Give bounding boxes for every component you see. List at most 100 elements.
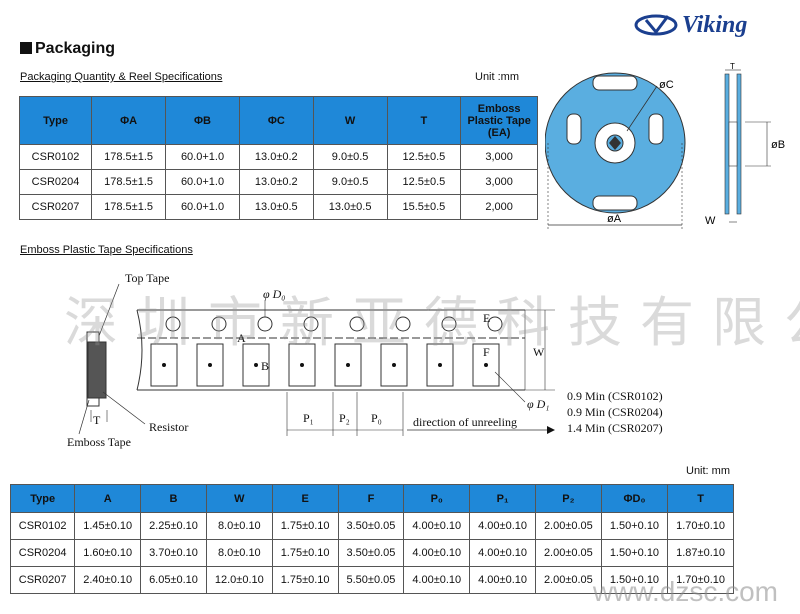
header-cell: Type: [9, 484, 76, 513]
cell: 1.45±0.10: [74, 512, 142, 540]
label-min-2: 0.9 Min (CSR0204): [567, 405, 663, 419]
cell: 2.00±0.05: [534, 512, 602, 540]
cell: 2,000: [460, 194, 538, 220]
cell: 13.0±0.2: [238, 169, 314, 195]
label-a: A: [237, 331, 246, 345]
header-cell: P₀: [403, 484, 471, 513]
label-p0: P₀: [371, 411, 382, 425]
header-cell: P₁: [469, 484, 536, 513]
header-cell: ΦA: [91, 96, 167, 145]
cell: 13.0±0.2: [238, 144, 314, 170]
cell: 8.0±0.10: [205, 539, 273, 567]
cell: 13.0±0.5: [238, 194, 314, 220]
label-e: E: [483, 311, 490, 325]
cell: 4.00±0.10: [469, 566, 536, 594]
cell: 2.25±0.10: [140, 512, 207, 540]
reel-side-right: [736, 73, 742, 215]
cell: 1.75±0.10: [271, 539, 339, 567]
cell: CSR0102: [9, 512, 76, 540]
table-row: CSR0207 178.5±1.5 60.0+1.0 13.0±0.5 13.0…: [18, 194, 538, 220]
reel-window-top: [592, 75, 638, 91]
header-cell: T: [386, 96, 462, 145]
reel-window-bottom: [592, 195, 638, 211]
cell: 3.70±0.10: [140, 539, 207, 567]
cell: 1.75±0.10: [271, 512, 339, 540]
cell: 15.5±0.5: [386, 194, 462, 220]
cell: 4.00±0.10: [469, 539, 536, 567]
label-tape-t: T: [93, 413, 101, 427]
cell: 1.75±0.10: [271, 566, 339, 594]
table-header-row: Type A B W E F P₀ P₁ P₂ ΦD₀ T: [9, 484, 734, 513]
table-row: CSR0207 2.40±0.10 6.05±0.10 12.0±0.10 1.…: [9, 566, 734, 594]
header-cell: A: [74, 484, 142, 513]
label-w: W: [705, 215, 716, 227]
table-row: CSR0204 178.5±1.5 60.0+1.0 13.0±0.2 9.0±…: [18, 169, 538, 195]
cell: 60.0+1.0: [165, 144, 240, 170]
viking-logo: Viking: [634, 10, 774, 42]
cell: 3,000: [460, 144, 538, 170]
table-row: CSR0102 178.5±1.5 60.0+1.0 13.0±0.2 9.0±…: [18, 144, 538, 170]
watermark-cn: 深圳市新亚德科技有限公司: [64, 291, 800, 354]
header-cell: P₂: [534, 484, 602, 513]
cell: 9.0±0.5: [312, 169, 388, 195]
tape-spec-table: Type A B W E F P₀ P₁ P₂ ΦD₀ T CSR0102 1.…: [9, 484, 734, 594]
cell: 12.0±0.10: [205, 566, 273, 594]
cell: 3.50±0.05: [337, 539, 405, 567]
label-p1: P₁: [303, 411, 314, 425]
label-direction: direction of unreeling: [413, 415, 517, 429]
cell: CSR0204: [18, 169, 93, 195]
label-t: T: [730, 62, 735, 71]
cell: 1.50+0.10: [600, 539, 669, 567]
cell: 4.00±0.10: [469, 512, 536, 540]
reel-spec-table: Type ΦA ΦB ΦC W T Emboss Plastic Tape (E…: [18, 96, 538, 220]
reel-side-left: [724, 73, 730, 215]
header-cell: ΦC: [238, 96, 314, 145]
tape-diagram: Top Tape Resistor T Emboss Tape φ D₀: [67, 271, 663, 449]
table-header-row: Type ΦA ΦB ΦC W T Emboss Plastic Tape (E…: [18, 96, 538, 145]
header-cell: Emboss Plastic Tape (EA): [460, 96, 538, 145]
cell: 60.0+1.0: [165, 194, 240, 220]
cell: CSR0204: [9, 539, 76, 567]
header-cell: W: [312, 96, 388, 145]
label-d0: φ D₀: [263, 287, 285, 301]
cell: 3.50±0.05: [337, 512, 405, 540]
header-cell: Type: [18, 96, 93, 145]
header-cell: B: [140, 484, 207, 513]
arrow-right-icon: [547, 426, 555, 434]
cell: 12.5±0.5: [386, 144, 462, 170]
heading-text: Packaging: [35, 40, 116, 57]
cell: CSR0207: [18, 194, 93, 220]
header-cell: E: [271, 484, 339, 513]
cell: 1.87±0.10: [667, 539, 734, 567]
cell: 1.70±0.10: [667, 566, 734, 594]
cell: 178.5±1.5: [91, 144, 167, 170]
unit-label: Unit :mm: [475, 71, 519, 83]
unit-label-2: Unit: mm: [686, 465, 730, 477]
label-min-1: 0.9 Min (CSR0102): [567, 389, 663, 403]
swoosh-icon: [634, 14, 678, 36]
reel-window-left: [566, 113, 582, 145]
reel-key-icon: [609, 136, 621, 150]
page-title: Packaging: [20, 40, 115, 58]
label-w-tape: W: [533, 345, 545, 359]
label-p2: P₂: [339, 411, 350, 425]
table-row: CSR0204 1.60±0.10 3.70±0.10 8.0±0.10 1.7…: [9, 539, 734, 567]
cell: 2.00±0.05: [534, 566, 602, 594]
header-cell: ΦB: [165, 96, 240, 145]
cell: 1.50+0.10: [600, 512, 669, 540]
cell: 3,000: [460, 169, 538, 195]
cell: 1.60±0.10: [74, 539, 142, 567]
cell: 178.5±1.5: [91, 194, 167, 220]
label-min-3: 1.4 Min (CSR0207): [567, 421, 663, 435]
cell: 13.0±0.5: [312, 194, 388, 220]
cell: CSR0207: [9, 566, 76, 594]
reel-window-right: [648, 113, 664, 145]
cell: 60.0+1.0: [165, 169, 240, 195]
cell: 4.00±0.10: [403, 539, 471, 567]
section1-title: Packaging Quantity & Reel Specifications: [20, 71, 223, 83]
header-cell: ΦD₀: [600, 484, 669, 513]
section2-title: Emboss Plastic Tape Specifications: [20, 244, 193, 256]
cell: 9.0±0.5: [312, 144, 388, 170]
cell: 12.5±0.5: [386, 169, 462, 195]
cell: 1.50+0.10: [600, 566, 669, 594]
